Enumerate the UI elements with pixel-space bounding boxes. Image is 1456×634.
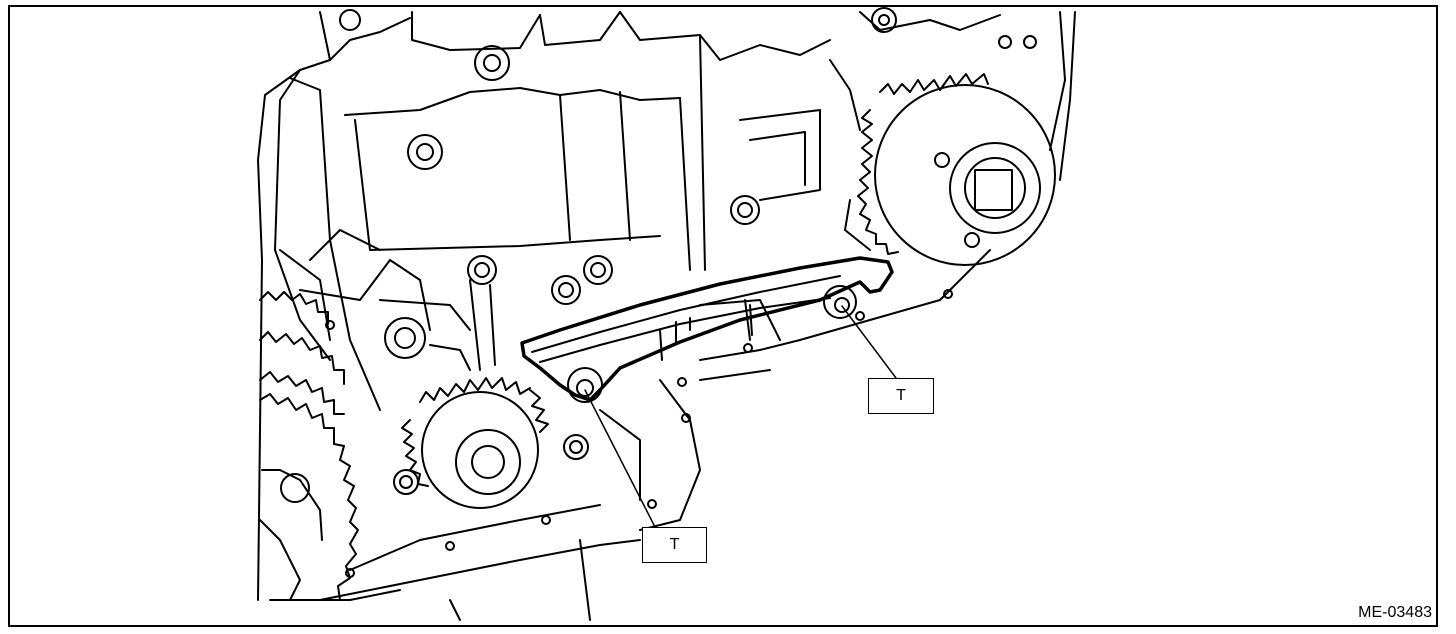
engine-block-outline	[257, 11, 1076, 621]
callout-torque-bolt-left: T	[642, 527, 707, 563]
crank-sprocket-small	[401, 377, 549, 509]
figure-id: ME-03483	[1358, 604, 1432, 621]
bolts	[280, 7, 1037, 578]
timing-chain-left	[259, 291, 359, 601]
leader-lines	[584, 305, 897, 528]
cam-sprocket-large	[857, 73, 1056, 266]
chain-guide	[520, 256, 894, 403]
callout-torque-bolt-right: T	[868, 378, 934, 414]
